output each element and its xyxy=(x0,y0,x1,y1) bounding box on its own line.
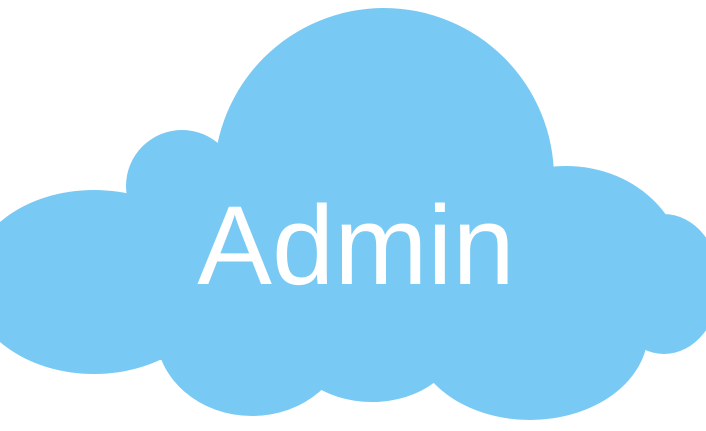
cloud-label: Admin xyxy=(197,183,515,308)
